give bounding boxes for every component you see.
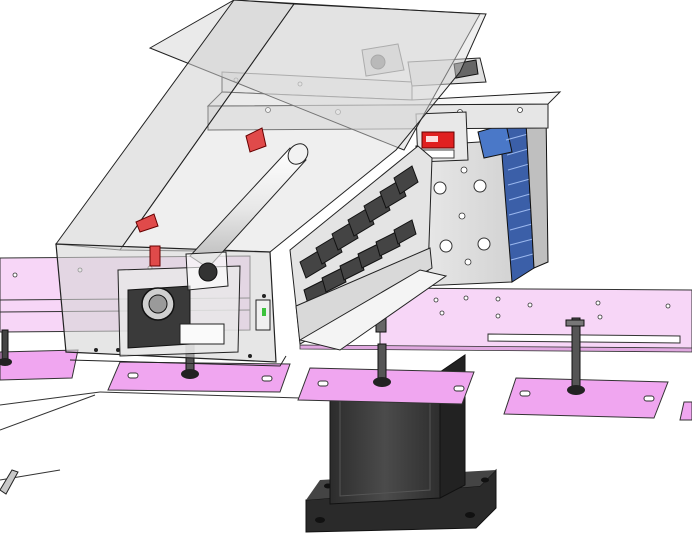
terminal-block: [477, 111, 549, 283]
slider-plate: [298, 269, 448, 351]
suction-cup: [0, 329, 12, 366]
end-block: [117, 245, 271, 357]
suction-cup: [565, 319, 585, 327]
suction-cup: [567, 317, 585, 395]
pneumatic-cylinder: [135, 127, 309, 269]
small-fitting: [0, 469, 19, 495]
screws: [94, 294, 266, 358]
drag-chain: [289, 145, 433, 345]
vertical-mount-plate: [415, 139, 513, 287]
digital-display: [415, 111, 469, 163]
suction-cup: [373, 343, 391, 387]
floor-lines: [0, 391, 301, 481]
